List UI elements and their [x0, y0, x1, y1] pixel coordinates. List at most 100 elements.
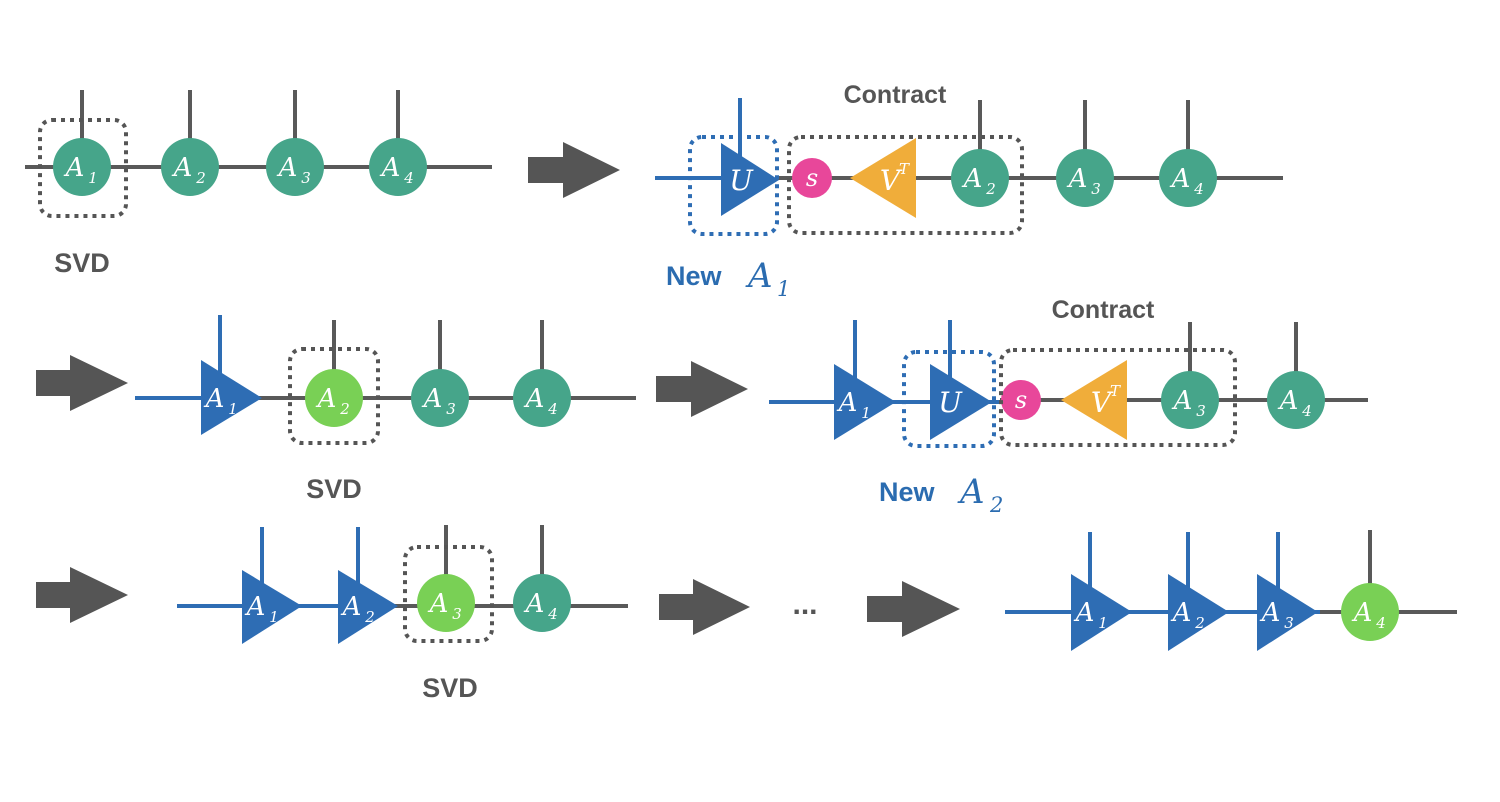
svg-text:A: A: [1172, 386, 1193, 416]
svg-text:1: 1: [777, 277, 790, 301]
step-arrow: [659, 579, 750, 635]
step-arrow: [528, 142, 620, 198]
svg-text:2: 2: [364, 608, 375, 626]
tensor-a3: A 3: [411, 369, 469, 427]
svg-text:V: V: [880, 164, 903, 197]
tensor-a2-active: A 2: [305, 369, 363, 427]
svg-text:3: 3: [452, 605, 462, 623]
svg-text:1: 1: [88, 169, 98, 187]
row2-after-svd: A 1 U s V T A 3 A 4 Contract: [769, 296, 1368, 517]
svg-text:2: 2: [339, 400, 350, 418]
svg-text:A: A: [428, 589, 449, 619]
svg-text:s: s: [806, 164, 818, 192]
tensor-a3-active: A 3: [417, 574, 475, 632]
svg-text:3: 3: [301, 169, 311, 187]
svd-label: SVD: [54, 248, 110, 278]
svg-text:T: T: [1110, 382, 1121, 400]
tensor-a3: A 3: [1056, 149, 1114, 207]
svg-text:1: 1: [269, 608, 279, 626]
svg-text:3: 3: [1196, 402, 1206, 420]
svd-selection-box: [38, 118, 128, 218]
svg-text:1: 1: [1098, 614, 1108, 632]
new-a1-box: [688, 135, 779, 236]
row1-after-svd: U s V T A 2 A 3 A 4 Contract: [655, 81, 1283, 301]
tensor-a1: A 1: [242, 570, 302, 644]
svg-text:4: 4: [1193, 180, 1204, 198]
tensor-u: U: [930, 364, 992, 440]
svg-text:4: 4: [1301, 402, 1312, 420]
svg-text:A: A: [1074, 598, 1095, 628]
svg-text:4: 4: [403, 169, 414, 187]
svg-text:A: A: [172, 153, 193, 183]
step-arrow: [36, 355, 128, 411]
svg-text:A: A: [64, 153, 85, 183]
row1-initial-chain: A 1 A 2 A 3 A 4 SVD: [25, 90, 492, 278]
svg-text:U: U: [938, 386, 963, 419]
tensor-a4: A 4: [1267, 371, 1325, 429]
tensor-a4: A 4: [513, 574, 571, 632]
svg-text:3: 3: [1284, 614, 1294, 632]
svg-text:A: A: [745, 256, 773, 296]
svg-text:A: A: [1171, 598, 1192, 628]
svg-text:A: A: [524, 589, 545, 619]
svg-text:4: 4: [547, 400, 558, 418]
svg-text:3: 3: [1091, 180, 1101, 198]
svg-text:A: A: [245, 592, 266, 622]
svd-label: SVD: [422, 673, 478, 703]
tensor-a3: A 3: [1257, 574, 1318, 651]
svg-text:A: A: [277, 153, 298, 183]
step-arrow: [656, 361, 748, 417]
svg-text:4: 4: [1375, 614, 1386, 632]
contract-label: Contract: [844, 81, 947, 109]
contract-box: [999, 348, 1237, 447]
tensor-a2: A 2: [1168, 574, 1229, 651]
svg-text:T: T: [899, 160, 910, 178]
tensor-a2: A 2: [338, 570, 398, 644]
tensor-a2: A 2: [951, 149, 1009, 207]
tensor-vt: V T: [1061, 360, 1127, 440]
svd-selection-box: [403, 545, 494, 643]
svg-text:A: A: [524, 384, 545, 414]
tensor-a3: A 3: [266, 138, 324, 196]
svg-text:A: A: [1067, 164, 1088, 194]
tensor-a4: A 4: [369, 138, 427, 196]
svg-text:A: A: [1278, 386, 1299, 416]
svg-text:2: 2: [195, 169, 206, 187]
tensor-a1: A 1: [53, 138, 111, 196]
svg-text:1: 1: [861, 404, 871, 422]
tensor-a1: A 1: [201, 360, 262, 435]
tensor-vt: V T: [850, 138, 916, 218]
svg-text:2: 2: [985, 180, 996, 198]
svg-text:New: New: [879, 477, 936, 507]
tensor-a4: A 4: [513, 369, 571, 427]
svg-text:2: 2: [1194, 614, 1205, 632]
step-arrow: [867, 581, 960, 637]
svg-text:V: V: [1091, 386, 1114, 419]
ellipsis: ...: [792, 588, 817, 621]
tensor-a2: A 2: [161, 138, 219, 196]
row3-final-chain: A 1 A 2 A 3 A 4: [1005, 530, 1457, 651]
new-a1-label: New A 1: [666, 256, 790, 301]
row2-chain: A 1 A 2 A 3 A 4 SVD: [135, 315, 636, 504]
svg-text:A: A: [1352, 598, 1373, 628]
svg-text:U: U: [729, 164, 754, 197]
svg-text:3: 3: [446, 400, 456, 418]
svg-text:A: A: [204, 384, 225, 414]
step-arrow: [36, 567, 128, 623]
svg-text:A: A: [1170, 164, 1191, 194]
new-a2-label: New A 2: [879, 472, 1003, 517]
svd-selection-box: [288, 347, 380, 445]
tensor-a4-active: A 4: [1341, 583, 1399, 641]
tensor-a1: A 1: [834, 364, 896, 440]
tensor-s: s: [792, 158, 832, 198]
tensor-a1: A 1: [1071, 574, 1132, 651]
tensor-a3: A 3: [1161, 371, 1219, 429]
svg-text:2: 2: [989, 493, 1003, 517]
svg-text:1: 1: [228, 400, 238, 418]
row3-chain: A 1 A 2 A 3 A 4 SVD: [177, 525, 628, 703]
svd-label: SVD: [306, 474, 362, 504]
tensor-u: U: [721, 143, 779, 216]
svg-text:A: A: [837, 388, 858, 418]
tensor-s: s: [1001, 380, 1041, 420]
